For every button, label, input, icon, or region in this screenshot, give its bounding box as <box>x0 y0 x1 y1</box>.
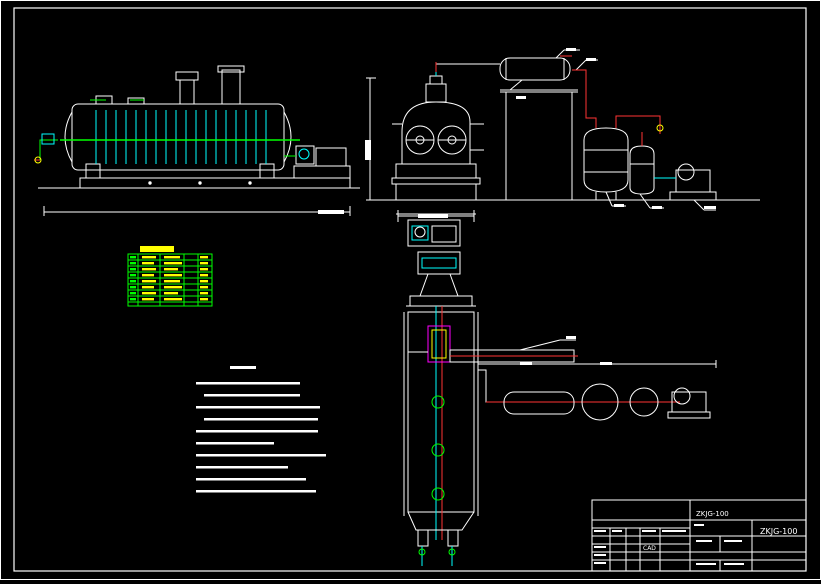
condensate-line <box>572 69 597 128</box>
plan-view <box>396 213 717 566</box>
plan-nozzle-1 <box>431 395 445 409</box>
parts-list-table <box>127 246 213 307</box>
heating-plates <box>95 110 267 164</box>
top-motor <box>425 83 447 103</box>
vacuum-pump <box>675 169 711 193</box>
plan-condenser <box>503 391 575 415</box>
vent-hood <box>221 69 241 105</box>
title-block-software: CAD <box>643 545 656 552</box>
plan-dryer-shell <box>407 311 475 513</box>
title-block <box>591 499 807 572</box>
condenser <box>499 57 571 81</box>
base-frame <box>79 177 351 189</box>
notes-heading <box>230 366 256 369</box>
condenser-support-frame <box>505 91 573 201</box>
title-block-drawing-code: ZKJG-100 <box>696 510 729 518</box>
reducer <box>295 145 315 165</box>
condenser-system <box>435 48 748 211</box>
plan-buffer-tank <box>629 387 659 417</box>
parts-table-frame <box>127 253 213 307</box>
dryer-side-body <box>401 101 471 165</box>
buffer-tank <box>629 145 655 195</box>
plan-nozzle-2 <box>431 443 445 457</box>
plan-nozzle-3 <box>431 487 445 501</box>
receiver-tank <box>583 127 629 193</box>
plan-motor <box>407 219 461 247</box>
plan-receiver <box>581 383 619 421</box>
inner-frame <box>13 7 807 572</box>
side-elevation-view <box>365 70 760 222</box>
technical-notes <box>196 366 326 493</box>
feed-hopper <box>179 79 195 105</box>
dryer-shell <box>71 103 285 171</box>
drive-motor <box>315 147 347 167</box>
front-elevation-view <box>34 65 360 216</box>
title-block-name: ZKJG-100 <box>760 527 797 536</box>
